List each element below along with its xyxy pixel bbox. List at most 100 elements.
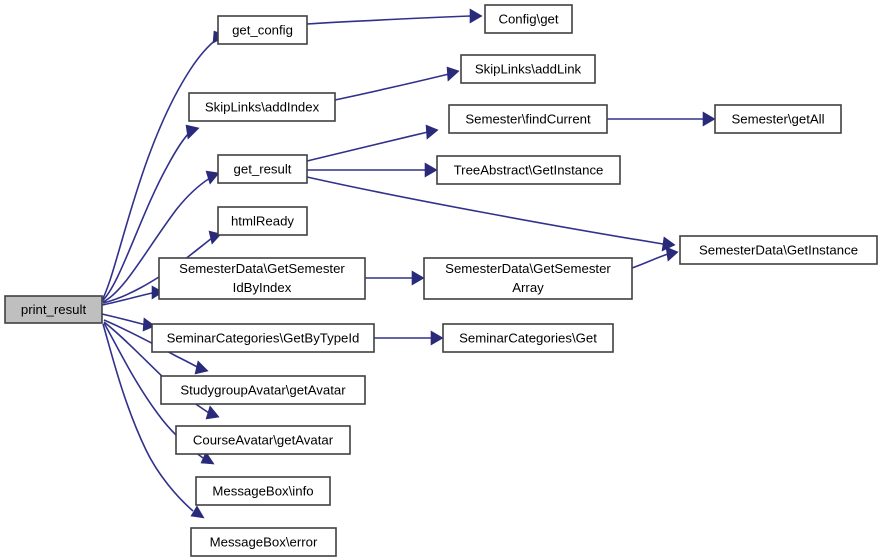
node-get_config[interactable]: get_config	[217, 15, 308, 45]
node-box[interactable]	[160, 375, 366, 405]
arrowhead-icon	[142, 317, 156, 332]
node-box[interactable]	[190, 527, 337, 557]
node-sd_getinstance[interactable]: SemesterData\GetInstance	[679, 235, 878, 265]
node-box[interactable]	[195, 476, 331, 506]
node-htmlready[interactable]: htmlReady	[217, 206, 308, 236]
node-semester_findcurrent[interactable]: Semester\findCurrent	[448, 104, 608, 134]
nodes-layer: print_result get_configSkipLinks\addIndex…	[4, 4, 878, 557]
arrowhead-icon	[205, 405, 220, 420]
arrowhead-icon	[446, 66, 460, 82]
edge-get_result-to-sd_getinstance	[306, 176, 676, 252]
node-messagebox_info[interactable]: MessageBox\info	[195, 476, 331, 506]
node-label: print_result	[21, 302, 87, 317]
node-treeabstract_getinstance[interactable]: TreeAbstract\GetInstance	[436, 155, 621, 185]
edge-line	[306, 15, 471, 25]
edge-line	[101, 131, 191, 302]
node-label: TreeAbstract\GetInstance	[454, 162, 604, 177]
node-box[interactable]	[679, 235, 878, 265]
node-label: SkipLinks\addIndex	[205, 99, 320, 114]
node-label: Config\get	[498, 11, 558, 26]
node-print_result[interactable]: print_result	[4, 295, 103, 324]
edge-print_result-to-skiplinks_addindex	[101, 124, 200, 302]
node-messagebox_error[interactable]: MessageBox\error	[190, 527, 337, 557]
node-get_result[interactable]: get_result	[217, 154, 308, 184]
edge-line	[102, 323, 194, 512]
node-label: SemesterData\GetInstance	[699, 242, 858, 257]
arrowhead-icon	[424, 162, 438, 178]
arrowhead-icon	[190, 505, 205, 519]
edge-print_result-to-get_result	[102, 170, 220, 303]
node-skiplinks_addlink[interactable]: SkipLinks\addLink	[460, 54, 596, 84]
edge-sc_getbytypeid-to-sc_get	[373, 330, 444, 346]
node-box[interactable]	[158, 257, 366, 300]
node-label: SeminarCategories\Get	[459, 330, 597, 345]
arrowhead-icon	[185, 124, 200, 140]
arrowhead-icon	[425, 124, 439, 140]
node-box[interactable]	[484, 4, 573, 34]
node-box[interactable]	[460, 54, 596, 84]
node-label: SkipLinks\addLink	[475, 61, 582, 76]
edge-semester_findcurrent-to-semester_getall	[606, 111, 716, 127]
node-box[interactable]	[423, 257, 633, 300]
node-box[interactable]	[217, 206, 308, 236]
edge-line	[306, 176, 664, 245]
edge-line	[101, 292, 153, 306]
node-label: SemesterData\GetSemester	[445, 261, 611, 276]
edge-get_result-to-treeabstract_getinstance	[307, 162, 438, 178]
node-label: Semester\getAll	[731, 111, 824, 126]
node-label: SeminarCategories\GetByTypeId	[167, 330, 360, 345]
node-sc_get[interactable]: SeminarCategories\Get	[442, 323, 614, 353]
arrowhead-icon	[194, 360, 209, 375]
node-label: StudygroupAvatar\getAvatar	[180, 382, 346, 397]
node-box[interactable]	[217, 154, 308, 184]
node-box[interactable]	[175, 425, 351, 455]
node-skiplinks_addindex[interactable]: SkipLinks\addIndex	[188, 92, 336, 122]
node-box[interactable]	[436, 155, 621, 185]
node-label: htmlReady	[231, 213, 294, 228]
edge-get_config-to-config_get	[306, 8, 483, 25]
edge-skiplinks_addindex-to-skiplinks_addlink	[334, 66, 460, 101]
arrowhead-icon	[205, 170, 220, 185]
arrowhead-icon	[702, 111, 716, 127]
edge-sd_getsemesteridbyindex-to-sd_getsemesterarray	[365, 270, 425, 286]
edge-sd_getsemesterarray-to-sd_getinstance	[631, 246, 679, 269]
node-box[interactable]	[442, 323, 614, 353]
edge-line	[102, 177, 211, 303]
node-box[interactable]	[448, 104, 608, 134]
node-config_get[interactable]: Config\get	[484, 4, 573, 34]
node-box[interactable]	[217, 15, 308, 45]
edge-line	[631, 253, 669, 269]
edge-print_result-to-messagebox_error	[102, 323, 205, 519]
edge-print_result-to-sga_getavatar	[103, 319, 209, 375]
arrowhead-icon	[469, 8, 483, 24]
node-box[interactable]	[4, 295, 103, 324]
arrowhead-icon	[411, 270, 425, 286]
node-box[interactable]	[151, 323, 375, 353]
node-box[interactable]	[714, 104, 842, 134]
node-label-line2: Array	[512, 280, 544, 295]
node-label: SemesterData\GetSemester	[179, 261, 345, 276]
node-box[interactable]	[188, 92, 336, 122]
node-label: get_config	[232, 22, 293, 37]
node-label: MessageBox\error	[210, 534, 318, 549]
node-ca_getavatar[interactable]: CourseAvatar\getAvatar	[175, 425, 351, 455]
node-label: get_result	[234, 161, 292, 176]
node-label: CourseAvatar\getAvatar	[193, 432, 334, 447]
arrowhead-icon	[151, 285, 164, 300]
edge-print_result-to-sd_getsemesteridbyindex	[101, 285, 164, 306]
edge-get_result-to-semester_findcurrent	[306, 124, 439, 162]
node-sc_getbytypeid[interactable]: SeminarCategories\GetByTypeId	[151, 323, 375, 353]
node-semester_getall[interactable]: Semester\getAll	[714, 104, 842, 134]
edge-line	[101, 313, 147, 326]
node-label: MessageBox\info	[212, 483, 313, 498]
node-label-line2: IdByIndex	[233, 280, 292, 295]
arrowhead-icon	[665, 246, 679, 262]
edge-line	[103, 319, 200, 369]
node-label: Semester\findCurrent	[465, 111, 591, 126]
edge-line	[334, 73, 450, 101]
node-sga_getavatar[interactable]: StudygroupAvatar\getAvatar	[160, 375, 366, 405]
